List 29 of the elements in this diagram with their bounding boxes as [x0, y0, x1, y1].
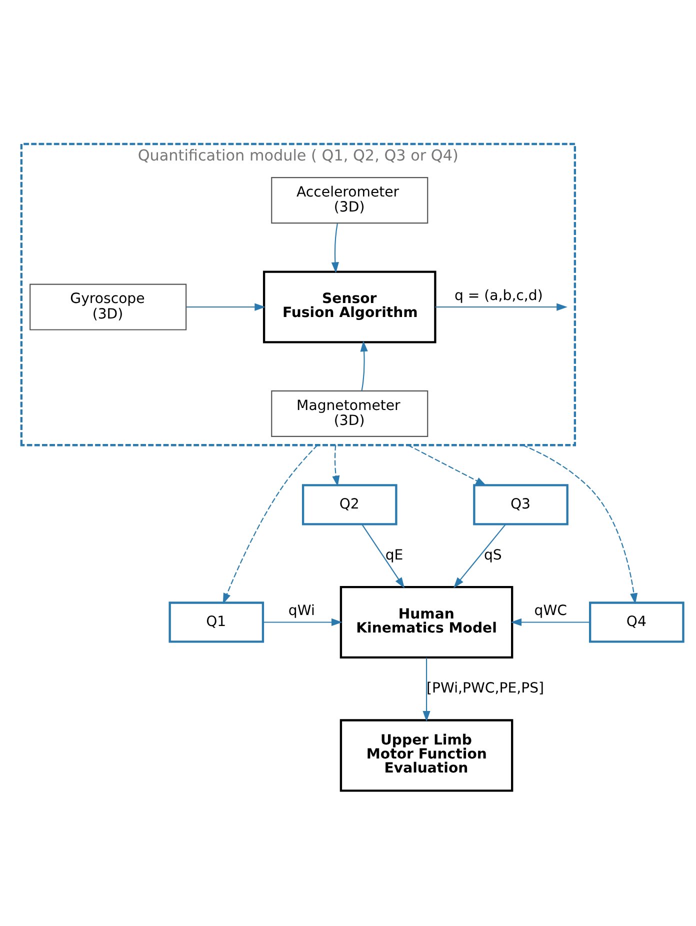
node-box: Sensor Fusion Algorithm: [262, 270, 436, 344]
arrow: [186, 303, 266, 311]
arrow: [408, 444, 487, 486]
arrow: [263, 618, 342, 626]
arrow: [522, 444, 638, 604]
arrow: [454, 524, 506, 588]
arrow: [222, 444, 318, 604]
node-box: Upper Limb Motor Function Evaluation: [340, 719, 514, 792]
node-box: Magnetometer (3D): [271, 390, 428, 437]
arrow: [332, 445, 340, 487]
arrow: [435, 303, 568, 311]
edge-label: qWi: [288, 603, 315, 620]
edge-label: qWC: [534, 603, 567, 620]
arrow: [331, 224, 339, 274]
edge-label: qS: [484, 547, 502, 564]
arrow: [360, 340, 368, 391]
edge-label: qE: [385, 547, 404, 564]
arrow: [510, 618, 590, 626]
edge-label: [PWi,PWC,PE,PS]: [426, 680, 544, 697]
node-box: Q1: [168, 602, 264, 643]
node-box: Q3: [473, 484, 568, 526]
arrow: [422, 658, 430, 722]
arrow: [362, 524, 405, 588]
node-box: Gyroscope (3D): [30, 284, 187, 330]
node-box: Accelerometer (3D): [271, 177, 428, 224]
node-box: Q2: [302, 484, 398, 526]
node-box: Human Kinematics Model: [340, 586, 514, 659]
edge-label: q = (a,b,c,d): [454, 288, 543, 304]
node-box: Q4: [589, 602, 684, 643]
